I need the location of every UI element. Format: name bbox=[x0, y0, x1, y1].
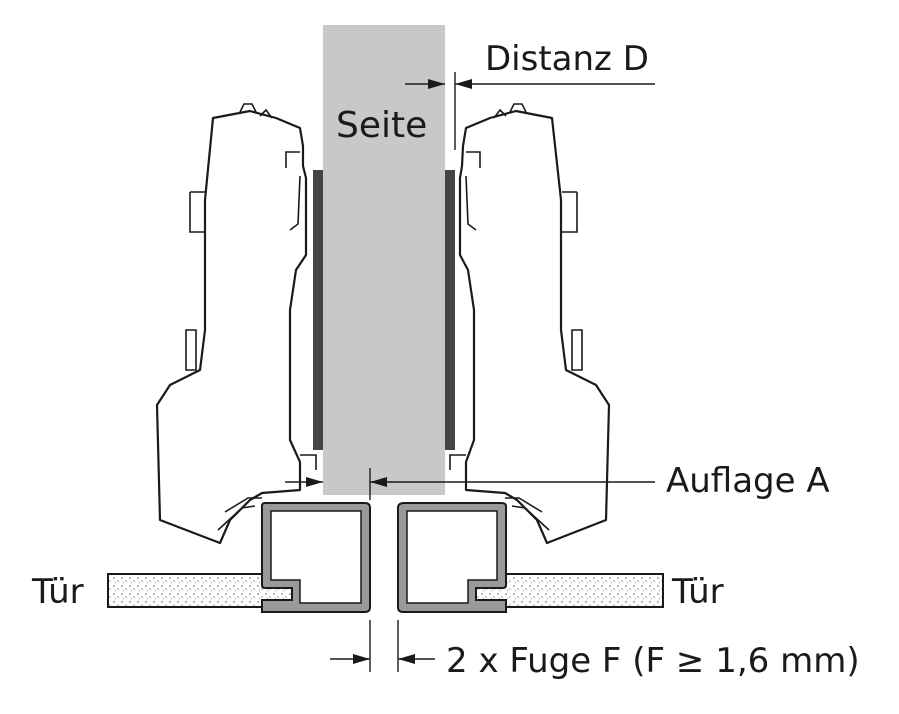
seal-right bbox=[445, 170, 455, 450]
label-tuer-left: Tür bbox=[31, 572, 84, 612]
dimension-distanz bbox=[405, 72, 655, 150]
label-tuer-right: Tür bbox=[671, 572, 724, 612]
dimension-auflage bbox=[285, 468, 655, 500]
label-fuge: 2 x Fuge F (F ≥ 1,6 mm) bbox=[446, 641, 860, 681]
dimension-fuge bbox=[330, 620, 435, 672]
profile-right bbox=[397, 502, 507, 613]
hinge-right bbox=[449, 103, 611, 545]
hinge-left bbox=[155, 103, 317, 545]
seal-left bbox=[313, 170, 323, 450]
profile-left bbox=[261, 502, 371, 613]
label-seite: Seite bbox=[336, 105, 427, 146]
label-distanz: Distanz D bbox=[485, 39, 649, 79]
side-panel bbox=[323, 25, 445, 495]
label-auflage: Auflage A bbox=[666, 461, 830, 501]
